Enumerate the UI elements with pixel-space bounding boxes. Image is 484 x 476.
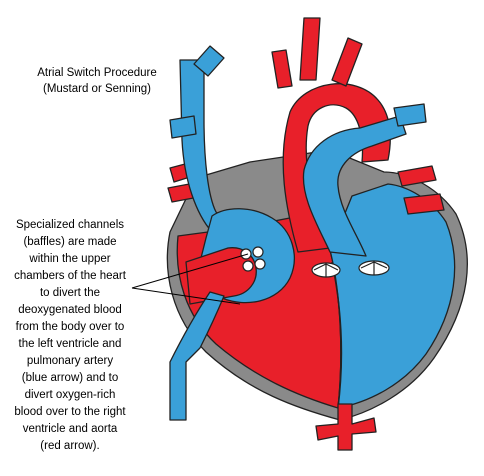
red-baffle xyxy=(185,247,257,305)
ventricular-septum xyxy=(331,261,343,409)
valve-right-leaflets xyxy=(360,261,388,275)
caption-line-5: to divert the xyxy=(40,287,100,299)
valve-left xyxy=(311,262,341,278)
diagram-title: Atrial Switch Procedure (Mustard or Senn… xyxy=(37,67,157,95)
right-red-vein-1 xyxy=(397,165,437,187)
caption-line-13: ventricle and aorta xyxy=(23,423,118,435)
caption-line-4: chambers of the heart xyxy=(14,270,127,282)
vein-opening-3 xyxy=(242,260,254,272)
vein-opening-1 xyxy=(240,248,252,260)
caption-line-3: within the upper xyxy=(28,253,110,265)
aorta-branch-3 xyxy=(331,37,363,87)
apex-vessel xyxy=(315,403,377,451)
inferior-vena-cava xyxy=(169,291,225,421)
diagram-caption: Specialized channels (baffles) are made … xyxy=(14,219,127,452)
caption-line-14: (red arrow). xyxy=(40,440,99,452)
caption-line-2: (baffles) are made xyxy=(23,236,116,248)
left-blue-vein xyxy=(169,115,197,139)
caption-line-8: the left ventricle and xyxy=(19,338,122,350)
aorta-branch-2 xyxy=(299,17,321,81)
vein-opening-2 xyxy=(252,246,264,258)
right-red-vein-2 xyxy=(403,193,445,215)
caption-line-10: (blue arrow) and to xyxy=(22,372,119,384)
caption-line-9: pulmonary artery xyxy=(27,355,114,367)
pointer-line-1 xyxy=(131,253,249,289)
caption-line-7: from the body over to xyxy=(16,321,125,333)
title-line-1: Atrial Switch Procedure xyxy=(37,67,157,79)
aorta-branch-1 xyxy=(271,49,293,89)
valve-left-leaflets xyxy=(313,263,339,277)
pulmonary-vein-openings xyxy=(240,246,266,272)
pointer-line-2 xyxy=(131,287,241,305)
caption-line-1: Specialized channels xyxy=(16,219,124,231)
caption-line-6: deoxygenated blood xyxy=(18,304,122,316)
left-ventricle xyxy=(329,183,456,409)
vein-opening-4 xyxy=(254,258,266,270)
pointer-lines xyxy=(131,253,249,305)
svc-branch xyxy=(193,45,225,77)
title-line-2: (Mustard or Senning) xyxy=(43,83,151,95)
heart xyxy=(166,17,468,451)
caption-line-12: blood over to the right xyxy=(14,406,126,418)
valve-right xyxy=(358,260,390,276)
caption-line-11: divert oxygen-rich xyxy=(25,389,116,401)
right-blue-vein xyxy=(393,103,427,127)
